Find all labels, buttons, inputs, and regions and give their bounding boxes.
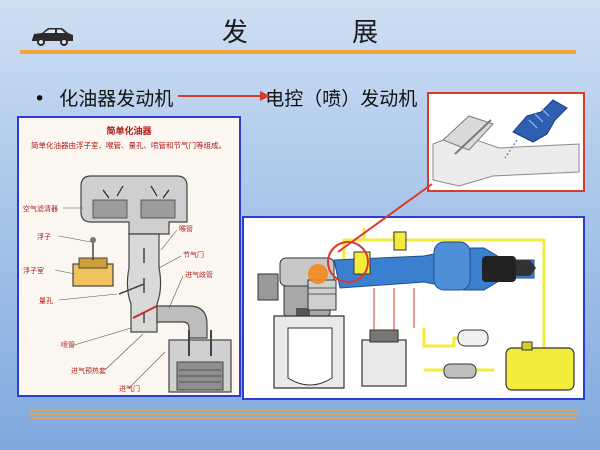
label-metering-jet: 量孔 (39, 297, 53, 305)
label-intake-manifold: 进气歧管 (185, 271, 213, 279)
bullet-marker: • (34, 88, 46, 110)
footer-divider (30, 409, 578, 419)
carburetor-diagram (54, 175, 232, 393)
label-nozzle: 喷管 (61, 341, 75, 349)
title-divider (20, 50, 576, 54)
efi-diagram (257, 228, 575, 391)
bullet-from-text: 化油器发动机 (59, 88, 174, 110)
carburetor-diagram-panel: 简单化油器 简单化油器由浮子室、喉管、量孔、喷管和节气门等组成。 空气滤清器 浮… (17, 116, 241, 397)
injector-closeup-diagram (432, 99, 580, 187)
evolution-arrow-icon (178, 91, 270, 101)
label-float: 浮子 (37, 233, 51, 241)
page-title: 发 展 (221, 18, 427, 48)
bullet-line: • 化油器发动机 电控（喷）发动机 (34, 84, 417, 111)
efi-diagram-panel (242, 216, 585, 400)
label-venturi: 喉管 (179, 225, 193, 233)
car-logo-icon (32, 28, 73, 46)
bullet-to-text: 电控（喷）发动机 (265, 88, 418, 110)
carburetor-description: 简单化油器由浮子室、喉管、量孔、喷管和节气门等组成。 (31, 141, 226, 150)
callout-connector (337, 183, 433, 253)
label-intake-valve: 进气门 (119, 385, 140, 393)
injector-closeup-panel (427, 92, 585, 192)
label-air-filter: 空气滤清器 (23, 205, 58, 213)
label-intake-preheat: 进气预热套 (71, 367, 106, 375)
label-float-chamber: 浮子室 (23, 267, 44, 275)
label-throttle: 节气门 (183, 251, 204, 259)
carburetor-title: 简单化油器 (106, 127, 152, 137)
